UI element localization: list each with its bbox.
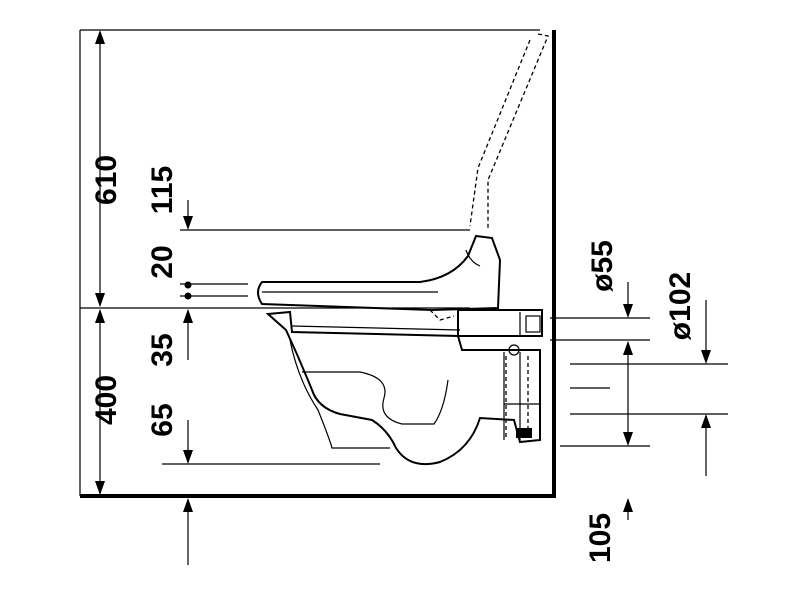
- bowl-trap-line: [302, 371, 449, 425]
- arrow-up: [95, 30, 105, 44]
- label-400: 400: [90, 375, 123, 425]
- arrow-down: [95, 481, 105, 495]
- extension-lines: [79, 29, 728, 496]
- lid-open-outline-outer: [487, 33, 549, 230]
- arrow-up: [623, 341, 633, 355]
- arrow-up: [623, 498, 633, 512]
- arrow-up: [701, 414, 711, 428]
- seat-hidden-edge: [429, 309, 455, 321]
- label-dia55: ø55: [586, 240, 619, 292]
- hinge-detail: [465, 249, 481, 267]
- lid-open-outline-inner: [469, 39, 531, 227]
- label-65: 65: [146, 403, 179, 436]
- wall-bracket: [457, 309, 543, 337]
- label-dia102: ø102: [664, 272, 697, 340]
- dimension-lines: [95, 30, 711, 565]
- bowl-inner-line: [289, 339, 390, 449]
- label-35: 35: [146, 333, 179, 366]
- wall-and-floor: [80, 30, 556, 498]
- outlet-pipe: [503, 352, 540, 440]
- dimension-labels: 610 400 115 20 35 65 105 ø55 ø102: [90, 155, 697, 563]
- outlet-fitting: [516, 428, 532, 438]
- bowl-outline: [265, 310, 541, 466]
- label-610: 610: [90, 155, 123, 205]
- toilet-body: [257, 234, 543, 466]
- bracket-inlet: [525, 315, 541, 333]
- arrow-up: [95, 309, 105, 323]
- arrow-up: [183, 309, 193, 323]
- dim-20-dot-upper: [184, 281, 192, 289]
- arrow-down: [623, 304, 633, 318]
- arrow-down: [623, 432, 633, 446]
- outlet-ring: [508, 344, 520, 356]
- arrow-down: [183, 450, 193, 464]
- arrow-up: [183, 498, 193, 512]
- arrow-down: [95, 293, 105, 307]
- pipe-hidden-lines: [505, 356, 529, 440]
- label-115: 115: [146, 166, 179, 214]
- dim-20-dot-lower: [184, 292, 192, 300]
- label-105: 105: [584, 513, 617, 563]
- hidden-lines: [429, 33, 549, 440]
- arrow-down: [183, 216, 193, 230]
- rim-line: [291, 325, 461, 331]
- seat-and-lid: [257, 234, 502, 312]
- label-20: 20: [146, 245, 179, 278]
- arrow-down: [701, 350, 711, 364]
